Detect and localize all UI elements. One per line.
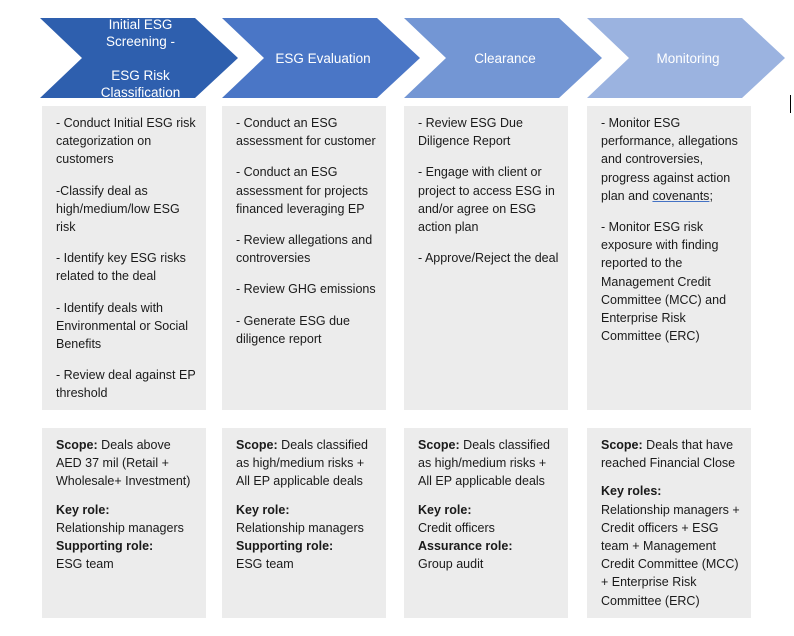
scope-line: Scope: Deals above AED 37 mil (Retail + … [56, 436, 198, 491]
key-role-text: Relationship managers [236, 520, 364, 535]
activities-box-esg-evaluation: - Conduct an ESG assessment for customer… [222, 106, 386, 410]
chevron-initial-screening [40, 18, 238, 98]
supporting-role-text: ESG team [236, 557, 294, 572]
activity-item: - Review allegations and controversies [236, 233, 373, 266]
activity-item: - Review ESG Due Diligence Report [418, 116, 523, 149]
key-role-label: Key role: [236, 502, 290, 517]
activity-item: - Monitor ESG risk exposure with finding… [601, 220, 727, 344]
key-role-label: Key role: [418, 502, 472, 517]
stage-title-esg-evaluation: ESG Evaluation [275, 50, 371, 66]
activity-text: - Monitor ESG performance, allegations a… [601, 116, 738, 203]
activity-item: - Conduct an ESG assessment for projects… [236, 165, 368, 216]
stage-title-clearance: Clearance [474, 50, 536, 66]
activity-item: - Identify deals with Environmental or S… [56, 300, 189, 352]
activity-item: - Engage with client or project to acces… [418, 165, 555, 235]
activity-item: - Conduct Initial ESG risk categorizatio… [56, 116, 196, 167]
scope-label: Scope: [601, 438, 643, 452]
chevron-clearance [404, 18, 602, 98]
assurance-role-label: Assurance role: [418, 539, 513, 554]
key-roles-text: Relationship managers + Credit officers … [601, 502, 740, 608]
scope-text: Deals classified as high/medium risks + … [236, 438, 369, 489]
scope-text: Deals classified as high/medium risks + … [418, 438, 551, 489]
scope-text: Deals above AED 37 mil (Retail + Wholesa… [56, 438, 191, 489]
chevron-esg-evaluation [222, 18, 420, 98]
scope-box-initial-screening: Scope: Deals above AED 37 mil (Retail + … [42, 428, 206, 618]
key-roles-label: Key roles: [601, 484, 662, 499]
covenants-tail: ; [709, 188, 713, 203]
activities-box-initial-screening: - Conduct Initial ESG risk categorizatio… [42, 106, 206, 410]
activity-item: - Review deal against EP threshold [56, 368, 196, 401]
scope-box-clearance: Scope: Deals classified as high/medium r… [404, 428, 568, 618]
scope-line: Scope: Deals classified as high/medium r… [418, 436, 560, 491]
scope-box-esg-evaluation: Scope: Deals classified as high/medium r… [222, 428, 386, 618]
supporting-role-label: Supporting role: [236, 539, 334, 554]
scope-line: Scope: Deals that have reached Financial… [601, 436, 743, 472]
chevron-monitoring [587, 18, 785, 98]
key-role-text: Credit officers [418, 520, 495, 535]
scope-box-monitoring: Scope: Deals that have reached Financial… [587, 428, 751, 618]
supporting-role-label: Supporting role: [56, 539, 154, 554]
stage-title-initial-screening: Initial ESG Screening - ESG Risk Classif… [100, 16, 181, 100]
assurance-role-text: Group audit [418, 557, 484, 572]
stage-title-monitoring: Monitoring [656, 50, 720, 66]
scope-label: Scope: [418, 438, 460, 452]
key-role-text: Relationship managers [56, 520, 184, 535]
activity-item: -Classify deal as high/medium/low ESG ri… [56, 183, 180, 235]
scope-line: Scope: Deals classified as high/medium r… [236, 436, 378, 491]
key-role-label: Key role: [56, 502, 110, 517]
activity-item: - Conduct an ESG assessment for customer [236, 116, 376, 149]
process-chevrons [40, 18, 785, 98]
activities-box-monitoring: - Monitor ESG performance, allegations a… [587, 106, 751, 410]
text-cursor [790, 95, 791, 113]
scope-text: Deals that have reached Financial Close [601, 438, 736, 471]
activity-item: - Identify key ESG risks related to the … [56, 251, 186, 284]
activity-item: - Generate ESG due diligence report [236, 313, 350, 346]
supporting-role-text: ESG team [56, 557, 114, 572]
scope-label: Scope: [56, 438, 98, 452]
activity-item: - Approve/Reject the deal [418, 251, 559, 266]
activities-box-clearance: - Review ESG Due Diligence Report - Enga… [404, 106, 568, 410]
activity-item: - Review GHG emissions [236, 282, 376, 297]
covenants-link-text: covenants [652, 188, 710, 203]
scope-label: Scope: [236, 438, 278, 452]
activity-item: - Monitor ESG performance, allegations a… [601, 114, 743, 205]
